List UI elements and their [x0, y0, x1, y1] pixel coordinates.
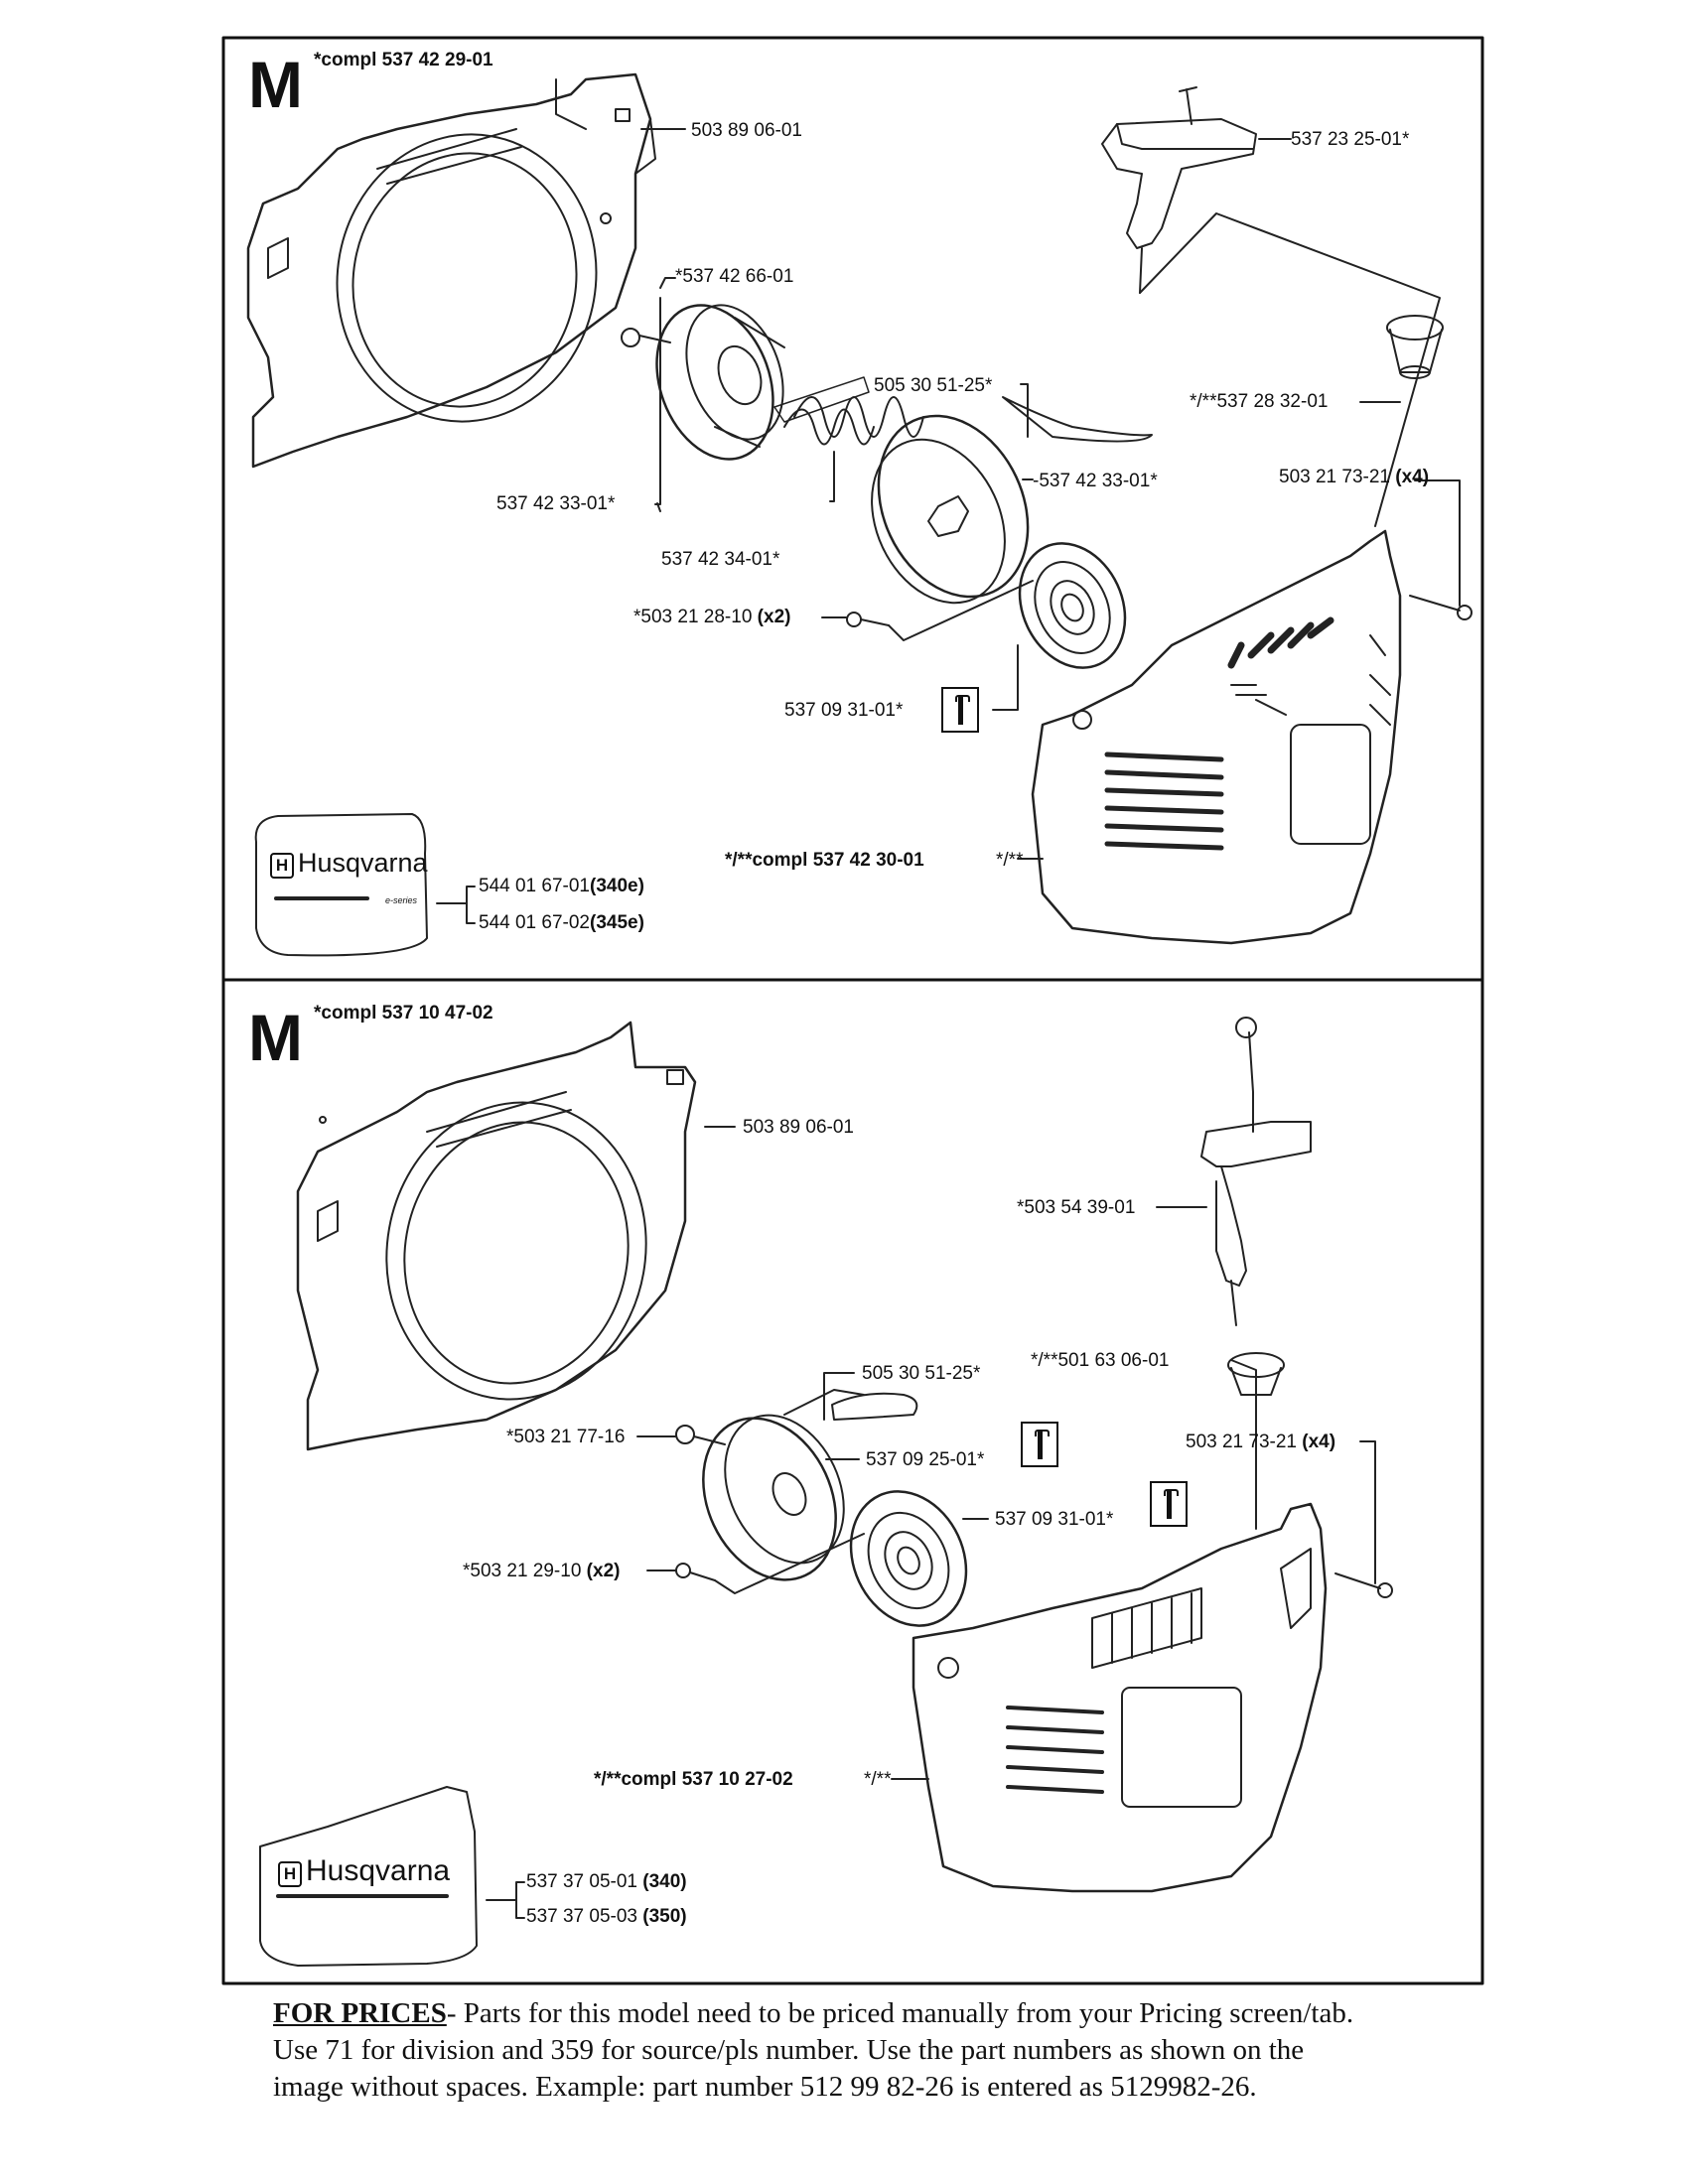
part-label-pulley-bottom: 537 09 25-01* — [866, 1449, 985, 1470]
part-label-cover-top: */**compl 537 42 30-01 — [725, 850, 924, 871]
screw-x2-top — [846, 612, 890, 627]
leader-screw-x4-bottom — [1359, 1440, 1376, 1584]
handle-top — [1101, 86, 1257, 294]
part-label-handle-bottom: *503 54 39-01 — [1017, 1197, 1136, 1218]
part-label-spring-top: 537 42 34-01* — [661, 549, 780, 570]
part-label-handle-top: 537 23 25-01* — [1291, 129, 1410, 150]
screw-x4-top — [1409, 595, 1473, 620]
section-letter-bottom: M — [248, 1001, 303, 1074]
leader-bolt-top — [659, 277, 676, 289]
part-label-screw-x4-bottom: 503 21 73-21 (x4) — [1186, 1432, 1336, 1452]
pulley-left-top — [655, 304, 785, 461]
rope-coil-top — [1002, 396, 1153, 443]
service-tool-icon-bottom-1 — [1021, 1422, 1058, 1467]
bolt-bottom — [675, 1425, 726, 1445]
service-tool-icon — [941, 687, 979, 733]
leader-screw-x2-top — [821, 580, 1034, 641]
leader-screw-x2-bottom — [646, 1533, 865, 1594]
part-label-guide-top: */**537 28 32-01 — [1190, 391, 1329, 412]
part-note-cover-top: */** — [996, 850, 1024, 871]
pricing-note-heading: FOR PRICES — [273, 1997, 447, 2029]
pricing-note-line-2: Use 71 for division and 359 for source/p… — [273, 2034, 1305, 2066]
section-letter-top: M — [248, 48, 303, 121]
pricing-note-line-1: FOR PRICES- Parts for this model need to… — [273, 1997, 1354, 2029]
crown-logo-icon-bottom: H — [278, 1861, 302, 1887]
leader-pulley-left-vert — [654, 297, 661, 505]
handle-bottom — [1200, 1017, 1312, 1326]
pricing-note: FOR PRICES- Parts for this model need to… — [273, 1995, 1544, 2106]
leader-rope-top — [1020, 383, 1029, 438]
pulley-bottom — [702, 1389, 918, 1581]
service-tool-icon-bottom-2 — [1150, 1481, 1188, 1527]
part-label-rope-bottom: 505 30 51-25* — [862, 1363, 981, 1384]
part-label-bolt-bottom: *503 21 77-16 — [506, 1427, 626, 1447]
part-label-frame-top: 503 89 06-01 — [691, 120, 802, 141]
leader-spring-top — [829, 451, 835, 502]
leader-guide-bottom — [1230, 1359, 1257, 1530]
part-label-decal-1-bottom: 537 37 05-01 (340) — [526, 1871, 687, 1892]
diagram-frame — [221, 36, 1484, 1985]
part-label-frame-bottom: 503 89 06-01 — [743, 1117, 854, 1138]
part-label-decal-2-top: 544 01 67-02(345e) — [479, 912, 644, 933]
part-label-cover-bottom: */**compl 537 10 27-02 — [594, 1769, 793, 1790]
crown-logo-icon: H — [270, 853, 294, 879]
part-label-decal-2-bottom: 537 37 05-03 (350) — [526, 1906, 687, 1927]
leader-cassette-top — [992, 644, 1019, 711]
part-label-cassette-top: 537 09 31-01* — [784, 700, 904, 721]
part-label-pulley-bolt-top: *537 42 66-01 — [675, 266, 794, 287]
decal-subline-top: e-series — [385, 895, 418, 905]
part-label-screw-x2-bottom: *503 21 29-10 (x2) — [463, 1561, 621, 1581]
leader-screw-x4-top — [1414, 479, 1461, 607]
part-label-screw-x2-top: *503 21 28-10 (x2) — [633, 607, 791, 627]
pricing-note-line-3: image without spaces. Example: part numb… — [273, 2071, 1257, 2103]
assembly-number-bottom: *compl 537 10 47-02 — [314, 1003, 493, 1024]
spring-cassette-top — [1018, 542, 1127, 669]
assembly-number-top: *compl 537 42 29-01 — [314, 50, 493, 70]
pulley-bolt-top — [621, 328, 671, 347]
rope-route-top — [1139, 212, 1441, 527]
part-label-screw-x4-top: 503 21 73-21 (x4) — [1279, 467, 1430, 487]
part-note-cover-bottom: */** — [864, 1769, 892, 1790]
starter-frame-top — [246, 72, 656, 469]
leader-decal-bottom — [486, 1881, 525, 1919]
spring-cassette-bottom — [849, 1490, 968, 1627]
pulley-right-top — [871, 414, 1030, 605]
part-label-decal-1-top: 544 01 67-01(340e) — [479, 876, 644, 896]
leader-decal-top — [436, 886, 476, 924]
starter-cover-top — [1031, 529, 1402, 945]
starter-frame-bottom — [296, 1021, 697, 1451]
part-label-cassette-bottom: 537 09 31-01* — [995, 1509, 1114, 1530]
leader-rope-bottom — [823, 1372, 855, 1421]
spring-top — [773, 376, 924, 446]
part-label-guide-bottom: */**501 63 06-01 — [1031, 1350, 1170, 1371]
decal-top — [254, 813, 428, 957]
starter-cover-bottom — [912, 1502, 1328, 1893]
part-label-pulley-right-top: -537 42 33-01* — [1033, 471, 1158, 491]
screw-x4-bottom — [1334, 1572, 1393, 1598]
part-label-pulley-left-top: 537 42 33-01* — [496, 493, 616, 514]
screw-x2-bottom — [675, 1563, 716, 1581]
decal-bottom — [259, 1786, 478, 1967]
part-label-rope-top: 505 30 51-25* — [874, 375, 993, 396]
rope-guide-top — [1386, 315, 1444, 379]
